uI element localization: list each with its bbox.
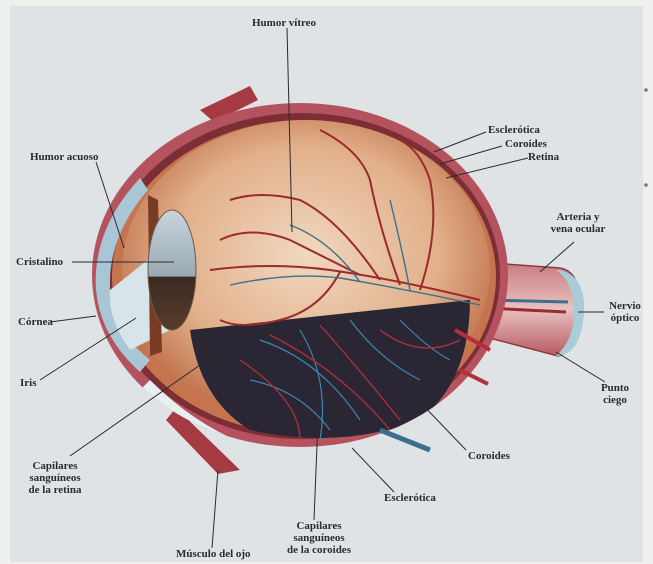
label-cornea: Córnea bbox=[18, 316, 53, 328]
paper-speck bbox=[644, 88, 648, 92]
label-musculo-del-ojo: Músculo del ojo bbox=[176, 548, 251, 560]
label-coroides-bottom: Coroides bbox=[468, 450, 510, 462]
label-capilares-coroides: Capilares sanguíneos de la coroides bbox=[276, 520, 362, 556]
paper-speck bbox=[644, 183, 648, 187]
label-esclerotica-top: Esclerótica bbox=[488, 124, 540, 136]
label-capilares-coroides-line3: de la coroides bbox=[276, 544, 362, 556]
label-coroides-top: Coroides bbox=[505, 138, 547, 150]
label-capilares-retina-line2: sanguíneos bbox=[16, 472, 94, 484]
label-arteria-y-vena: Arteria y vena ocular bbox=[540, 211, 616, 235]
label-capilares-coroides-line1: Capilares bbox=[276, 520, 362, 532]
crystalline-lens bbox=[148, 210, 196, 330]
label-iris: Iris bbox=[20, 377, 37, 389]
label-nervio-optico: Nervio óptico bbox=[600, 300, 650, 324]
label-punto-ciego: Punto ciego bbox=[592, 382, 638, 406]
label-nervio-line1: Nervio bbox=[600, 300, 650, 312]
label-capilares-retina-line3: de la retina bbox=[16, 484, 94, 496]
label-arteria-line2: vena ocular bbox=[540, 223, 616, 235]
label-arteria-line1: Arteria y bbox=[540, 211, 616, 223]
label-humor-acuoso: Humor acuoso bbox=[30, 151, 99, 163]
label-retina: Retina bbox=[528, 151, 559, 163]
label-esclerotica-bottom: Esclerótica bbox=[384, 492, 436, 504]
label-capilares-coroides-line2: sanguíneos bbox=[276, 532, 362, 544]
label-capilares-retina: Capilares sanguíneos de la retina bbox=[16, 460, 94, 496]
label-nervio-line2: óptico bbox=[600, 312, 650, 324]
label-capilares-retina-line1: Capilares bbox=[16, 460, 94, 472]
label-punto-line2: ciego bbox=[592, 394, 638, 406]
label-punto-line1: Punto bbox=[592, 382, 638, 394]
label-cristalino: Cristalino bbox=[16, 256, 63, 268]
label-humor-vitreo: Humor vítreo bbox=[252, 17, 316, 29]
